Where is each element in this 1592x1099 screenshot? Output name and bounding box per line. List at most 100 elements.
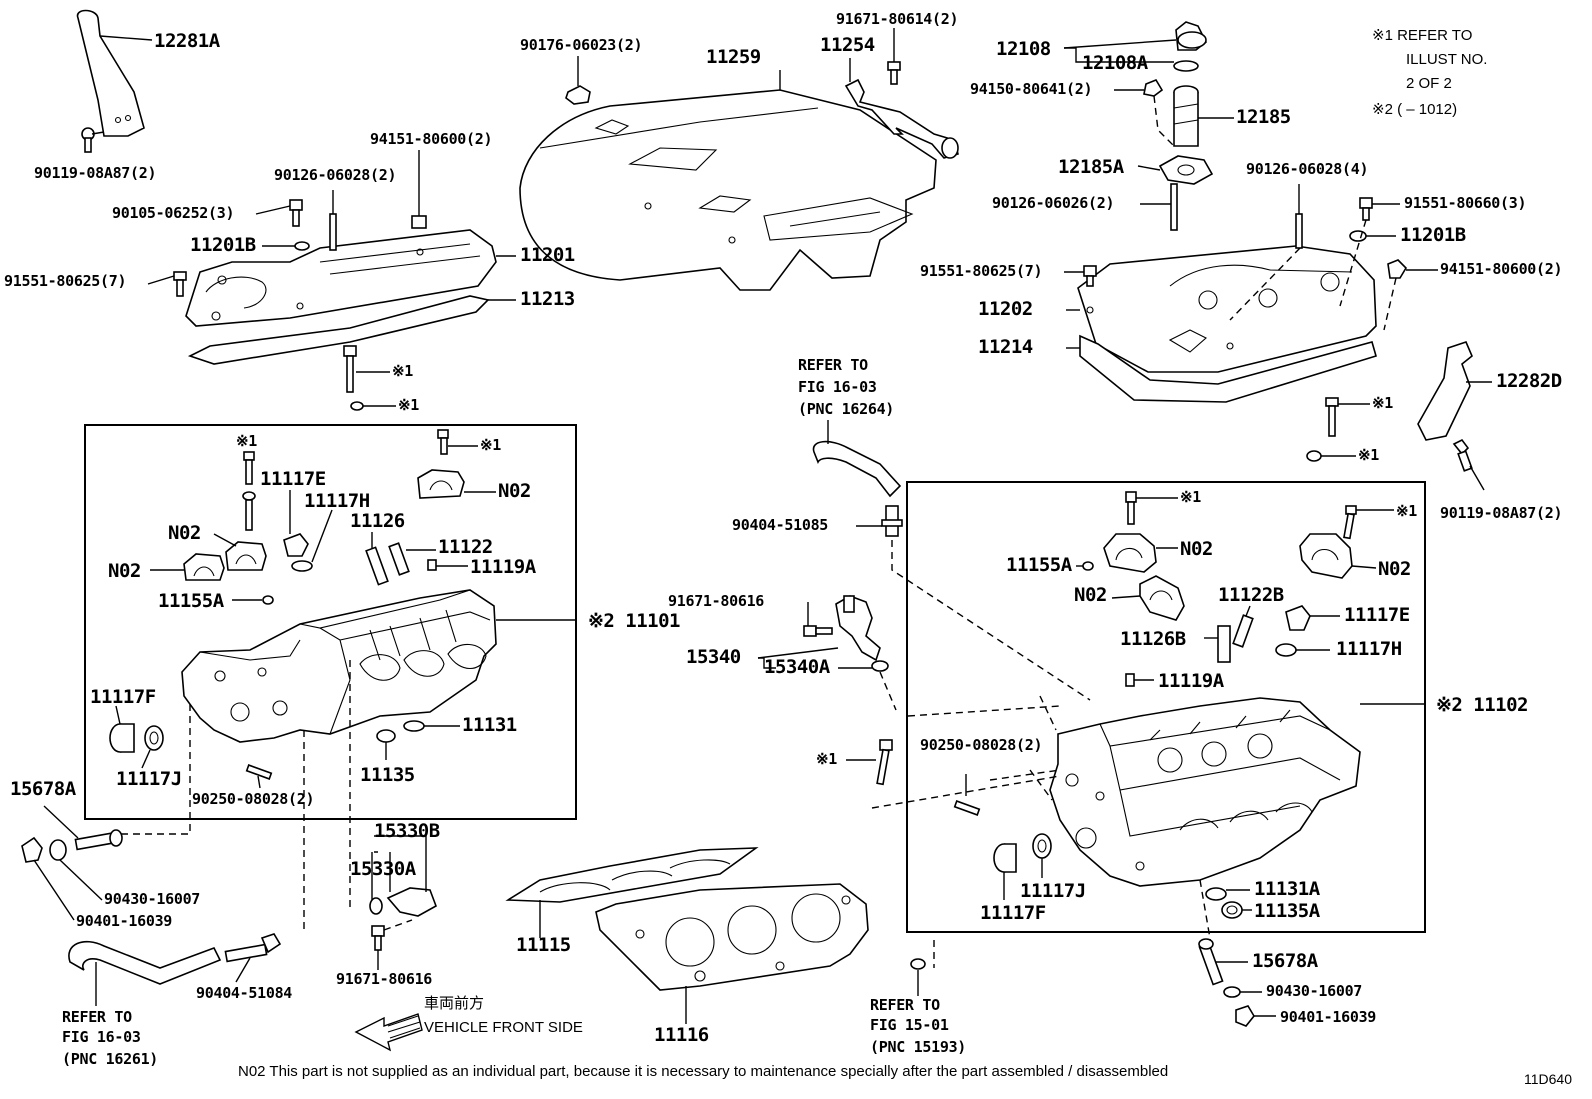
gasket-11117H-right [1275,643,1330,657]
label-ref-right-2: FIG 15-01 [870,1016,949,1034]
lifter-11126B [1204,625,1231,663]
vehicle-front-arrow-icon [354,1013,423,1052]
label-12282D: 12282D [1496,370,1562,392]
bolt-ref1-right-1 [1125,491,1178,525]
label-15340: 15340 [686,646,741,668]
bolt-91551-80660 [1359,197,1400,221]
bolt-15678A-left [43,805,123,851]
gasket-11117J-left [141,725,164,769]
plug-90401-16039-left [21,836,75,921]
label-11135: 11135 [360,764,415,786]
seal-11119A-left [427,559,468,571]
label-91551-80625-left: 91551-80625(7) [4,272,127,290]
label-n02-b: N02 [168,522,201,544]
oring-15340A [838,660,889,672]
label-90250-08028-left: 90250-08028(2) [192,790,315,808]
cam-cap-n02-left-a [417,469,496,499]
label-11131A: 11131A [1254,878,1320,900]
label-15340A: 15340A [764,656,830,678]
label-94151-80600-right: 94151-80600(2) [1440,260,1563,278]
nut-90176-06023 [565,56,591,105]
washer-11201B-right [1349,230,1396,242]
plug-90401-16039-right [1235,1005,1276,1027]
label-90126-06028-2: 90126-06028(2) [274,166,397,184]
label-91671-80616-bottom: 91671-80616 [336,970,433,988]
label-ref1-b: ※1 [398,396,419,414]
label-12185: 12185 [1236,106,1291,128]
stud-90126-06026 [1140,183,1178,231]
label-11131: 11131 [462,714,517,736]
label-ref1-d: ※1 [480,436,501,454]
stud-90126-06028-right [1295,184,1303,249]
washer-11201B-left [262,241,310,251]
label-90126-06028-4: 90126-06028(4) [1246,160,1369,178]
vehicle-front-en: VEHICLE FRONT SIDE [424,1019,583,1036]
label-12108: 12108 [996,38,1051,60]
dowel-11155A-right [1076,561,1094,571]
label-11214: 11214 [978,336,1033,358]
gasket-11214 [1079,334,1377,403]
label-90404-51084: 90404-51084 [196,984,293,1002]
gasket-15193 [910,958,926,996]
label-ref1-a: ※1 [392,362,413,380]
reference-note-line-4: ※2 ( – 1012) [1372,101,1458,118]
union-90404-51085 [856,505,1091,701]
bolt-ref1-right-2 [1343,505,1394,540]
label-11202: 11202 [978,298,1033,320]
label-n02-f: N02 [1378,558,1411,580]
label-11259: 11259 [706,46,761,68]
label-90401-16039-right: 90401-16039 [1280,1008,1377,1026]
plug-11131 [403,720,460,732]
label-91551-80625-right: 91551-80625(7) [920,262,1043,280]
label-11117J-right: 11117J [1020,880,1086,902]
cam-cap-n02-right-a [1103,533,1178,573]
label-11122: 11122 [438,536,493,558]
bolt-91671-80616-mid [803,602,833,637]
label-ref-mid-1: REFER TO [798,356,868,374]
bolt-91671-80614 [887,28,901,85]
nut-94151-80600-right [1383,259,1438,331]
gasket-11117J-right [1032,833,1052,878]
gasket-90430-16007-right [1223,986,1262,998]
label-11254: 11254 [820,34,875,56]
bolt-91551-80625-left [147,271,187,297]
nut-94151-80600-left [411,150,427,229]
footer-n02-note: N02 This part is not supplied as an indi… [238,1063,1169,1080]
gasket-12108A [1173,60,1199,72]
label-11115: 11115 [516,934,571,956]
reference-note-line-1: ※1 REFER TO [1372,27,1473,44]
label-11117E-left: 11117E [260,468,326,490]
label-90404-51085: 90404-51085 [732,516,829,534]
plug-11117E-left [283,490,309,557]
label-ref1-g: ※1 [1358,446,1379,464]
label-15330A: 15330A [350,858,416,880]
label-ref1-c: ※1 [236,432,257,450]
label-11122B: 11122B [1218,584,1284,606]
label-ref-left-1: REFER TO [62,1008,132,1026]
nut-94150-80641 [1114,79,1175,147]
label-91671-80614: 91671-80614(2) [836,10,959,28]
hose-16261 [68,940,222,1006]
label-11201: 11201 [520,244,575,266]
label-90401-16039-left: 90401-16039 [76,912,173,930]
bolt-ref1-right-cover [1306,397,1370,462]
label-91551-80660: 91551-80660(3) [1404,194,1527,212]
label-11101: ※2 11101 [588,610,681,632]
label-15678A-right: 15678A [1252,950,1318,972]
cylinder-head-11102 [1049,697,1361,887]
label-11117F-right: 11117F [980,902,1046,924]
label-ref1-f: ※1 [1372,394,1393,412]
label-90105-06252: 90105-06252(3) [112,204,235,222]
label-90176-06023: 90176-06023(2) [520,36,643,54]
plug-11117E-right [1285,605,1340,631]
bolt-15678A-right [1198,938,1248,986]
diagram-code: 11D640 [1524,1071,1573,1087]
label-12281A: 12281A [154,30,220,52]
label-ref-right-1: REFER TO [870,996,940,1014]
label-n02-e: N02 [1074,584,1107,606]
dowel-11155A-left [232,595,274,605]
pin-90250-08028-right [953,774,981,816]
plug-11117F-left [109,705,135,753]
label-90430-16007-right: 90430-16007 [1266,982,1363,1000]
